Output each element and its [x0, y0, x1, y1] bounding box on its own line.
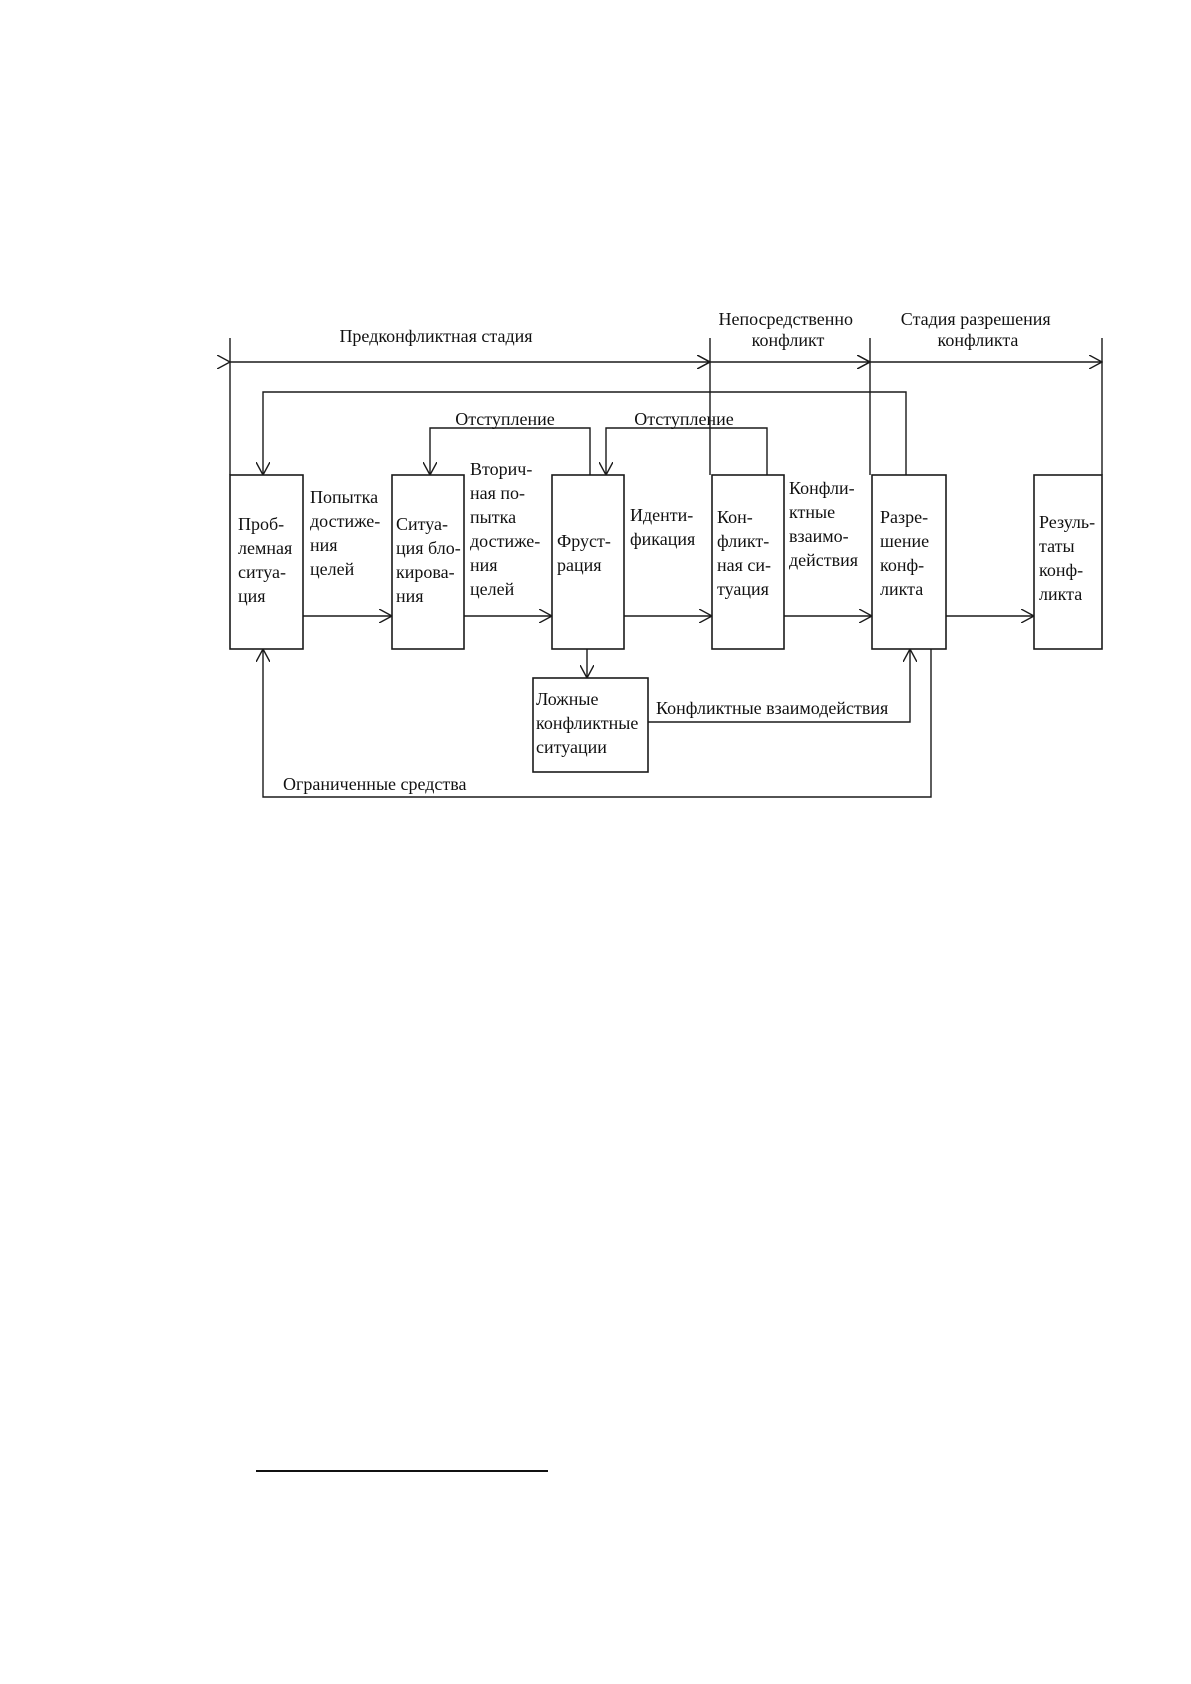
box-text-line: рация — [557, 555, 602, 575]
limited-means-arrow — [263, 649, 932, 798]
feedback-arrow-top — [263, 391, 907, 475]
retreat-label-2: Отступление — [634, 409, 734, 429]
interactions-label: Конфли- ктные взаимо- действия — [789, 478, 859, 570]
box-text-line: конф- — [1039, 560, 1083, 580]
box-false-conflict-situations — [532, 677, 649, 773]
label-line: ния — [470, 555, 498, 575]
stage-header: Предконфликтная стадия Непосредственно к… — [230, 309, 1102, 475]
box-conflict-resolution — [871, 474, 947, 650]
label-line: достиже- — [310, 511, 380, 531]
box-conflict-results-text: Резуль- таты конф- ликта — [1039, 512, 1100, 604]
box-text-line: Ситуа- — [396, 514, 448, 534]
box-text-line: ция бло- — [396, 538, 461, 558]
label-line: Конфли- — [789, 478, 855, 498]
box-text-line: фликт- — [717, 531, 769, 551]
box-text-line: туация — [717, 579, 769, 599]
label-line: ктные — [789, 502, 835, 522]
box-text-line: Резуль- — [1039, 512, 1095, 532]
box-false-conflict-situations-text: Ложные конфликтные ситуации — [536, 689, 643, 757]
retreat-arrow-1 — [430, 427, 591, 475]
box-text-line: конфликтные — [536, 713, 638, 733]
box-conflict-situation-text: Кон- фликт- ная си- туация — [717, 507, 776, 599]
box-text-line: таты — [1039, 536, 1075, 556]
label-line: действия — [789, 550, 858, 570]
secondary-attempt-label: Вторич- ная по- пытка достиже- ния целей — [470, 459, 545, 599]
box-text-line: ликта — [1039, 584, 1082, 604]
box-text-line: Ложные — [536, 689, 598, 709]
box-frustration — [551, 474, 625, 650]
label-line: ния — [310, 535, 338, 555]
box-problem-situation — [229, 474, 304, 650]
limited-means-label: Ограниченные средства — [283, 774, 467, 794]
resolution-stage-label-line: конфликта — [938, 330, 1019, 350]
conflict-stage-label-line: конфликт — [752, 330, 825, 350]
box-problem-situation-text: Проб- лемная ситуа- ция — [238, 514, 297, 606]
label-line: Попытка — [310, 487, 378, 507]
label-line: пытка — [470, 507, 516, 527]
resolution-stage-label-line: Стадия разрешения — [901, 309, 1051, 329]
pre-conflict-stage-label: Предконфликтная стадия — [339, 326, 532, 346]
box-text-line: ситуации — [536, 737, 607, 757]
box-blocking-situation-text: Ситуа- ция бло- кирова- ния — [396, 514, 465, 606]
box-text-line: шение — [880, 531, 929, 551]
box-text-line: ликта — [880, 579, 923, 599]
conflict-stage-label: Непосредственно конфликт — [719, 309, 858, 350]
box-blocking-situation — [391, 474, 465, 650]
label-line: фикация — [630, 529, 695, 549]
box-conflict-situation — [711, 474, 785, 650]
box-text-line: ция — [238, 586, 266, 606]
box-text-line: ситуа- — [238, 562, 286, 582]
conflict-stage-label-line: Непосредственно — [719, 309, 853, 329]
box-text-line: кирова- — [396, 562, 455, 582]
box-text-line: ная си- — [717, 555, 771, 575]
retreat-label-1: Отступление — [455, 409, 555, 429]
arrow-false-to-resolution — [648, 649, 910, 723]
box-text-line: Кон- — [717, 507, 753, 527]
box-text-line: ния — [396, 586, 424, 606]
label-line: целей — [310, 559, 355, 579]
goal-attempt-label: Попытка достиже- ния целей — [310, 487, 385, 579]
label-line: Вторич- — [470, 459, 532, 479]
label-line: ная по- — [470, 483, 525, 503]
label-line: достиже- — [470, 531, 540, 551]
label-line: взаимо- — [789, 526, 849, 546]
box-text-line: Фруст- — [557, 531, 611, 551]
false-interactions-label: Конфликтные взаимодействия — [656, 698, 888, 718]
box-text-line: Проб- — [238, 514, 284, 534]
label-line: Иденти- — [630, 505, 693, 525]
retreat-arrow-2 — [606, 427, 768, 475]
footnote-separator — [256, 1470, 548, 1472]
box-text-line: конф- — [880, 555, 924, 575]
label-line: целей — [470, 579, 515, 599]
identification-label: Иденти- фикация — [630, 505, 698, 549]
box-text-line: лемная — [238, 538, 292, 558]
box-text-line: Разре- — [880, 507, 928, 527]
box-conflict-resolution-text: Разре- шение конф- ликта — [880, 507, 934, 599]
box-conflict-results — [1033, 474, 1103, 650]
resolution-stage-label: Стадия разрешения конфликта — [901, 309, 1055, 350]
box-frustration-text: Фруст- рация — [557, 531, 615, 575]
